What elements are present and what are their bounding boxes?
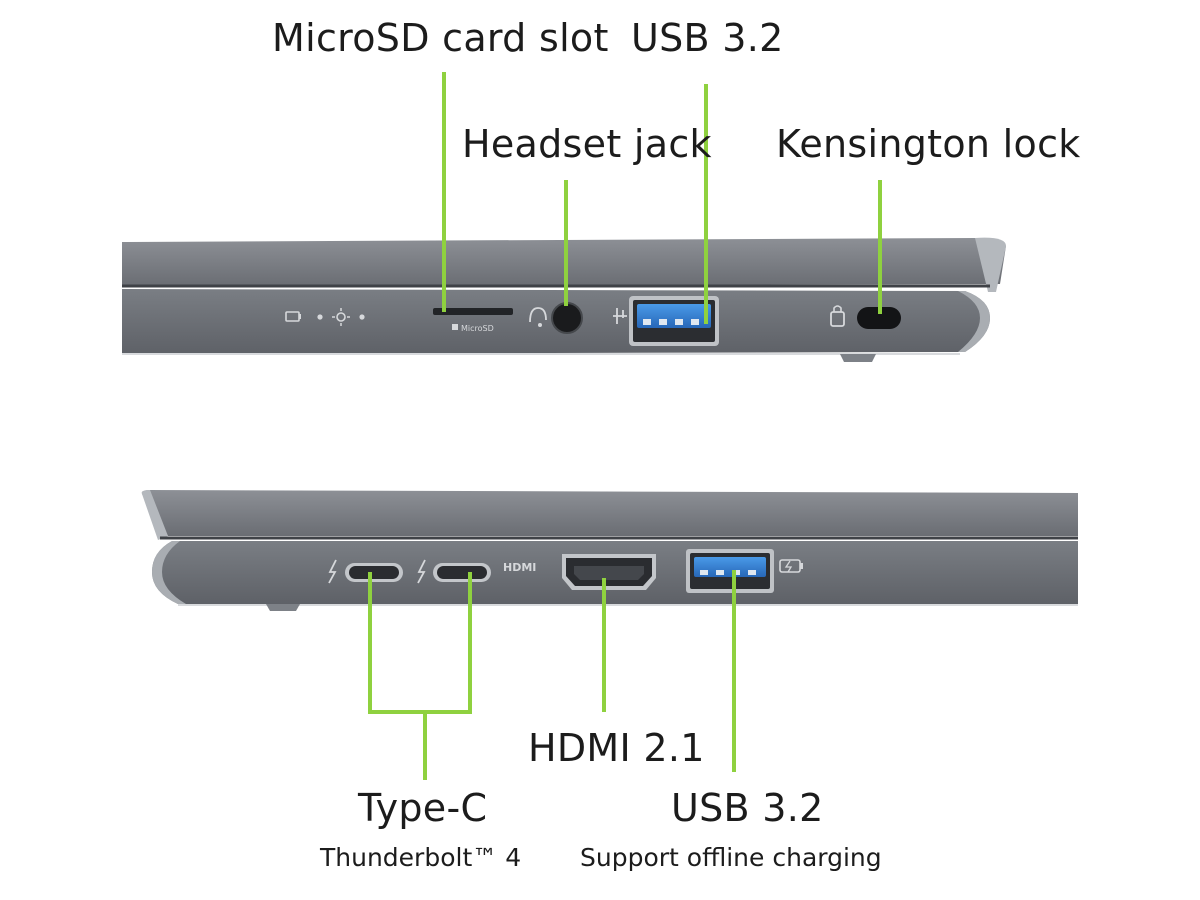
callout-lines <box>368 72 882 780</box>
label-headset-jack: Headset jack <box>462 122 712 166</box>
label-microsd-card-slot: MicroSD card slot <box>272 16 609 60</box>
usb-icon <box>613 308 627 324</box>
label-hdmi-2-1: HDMI 2.1 <box>528 726 705 770</box>
type-c-port-1 <box>328 559 403 584</box>
headset-jack <box>529 302 583 334</box>
label-usb-3-2-bottom: USB 3.2 <box>671 786 824 830</box>
label-type-c: Type-C <box>358 786 488 830</box>
headset-icon <box>529 307 547 323</box>
thunderbolt-icon <box>328 559 337 584</box>
thunderbolt-icon <box>417 559 426 584</box>
type-c-port-2 <box>417 559 491 584</box>
callout-bracket-type-c <box>368 572 472 714</box>
hdmi-marking: HDMI <box>503 561 536 574</box>
label-thunderbolt-4: Thunderbolt™ 4 <box>320 843 522 872</box>
lock-icon <box>830 311 845 327</box>
kensington-lock-slot <box>830 305 901 329</box>
power-icon <box>336 312 346 322</box>
label-support-offline-charging: Support offline charging <box>580 843 882 872</box>
microsd-slot <box>433 308 513 330</box>
label-usb-3-2-top: USB 3.2 <box>631 16 784 60</box>
laptop-right-side <box>141 490 1078 611</box>
microsd-marking: MicroSD <box>461 324 494 333</box>
label-kensington-lock: Kensington lock <box>776 122 1081 166</box>
usb-a-port-left <box>613 296 719 346</box>
hdmi-port: HDMI <box>503 554 656 590</box>
status-indicators <box>285 308 365 326</box>
